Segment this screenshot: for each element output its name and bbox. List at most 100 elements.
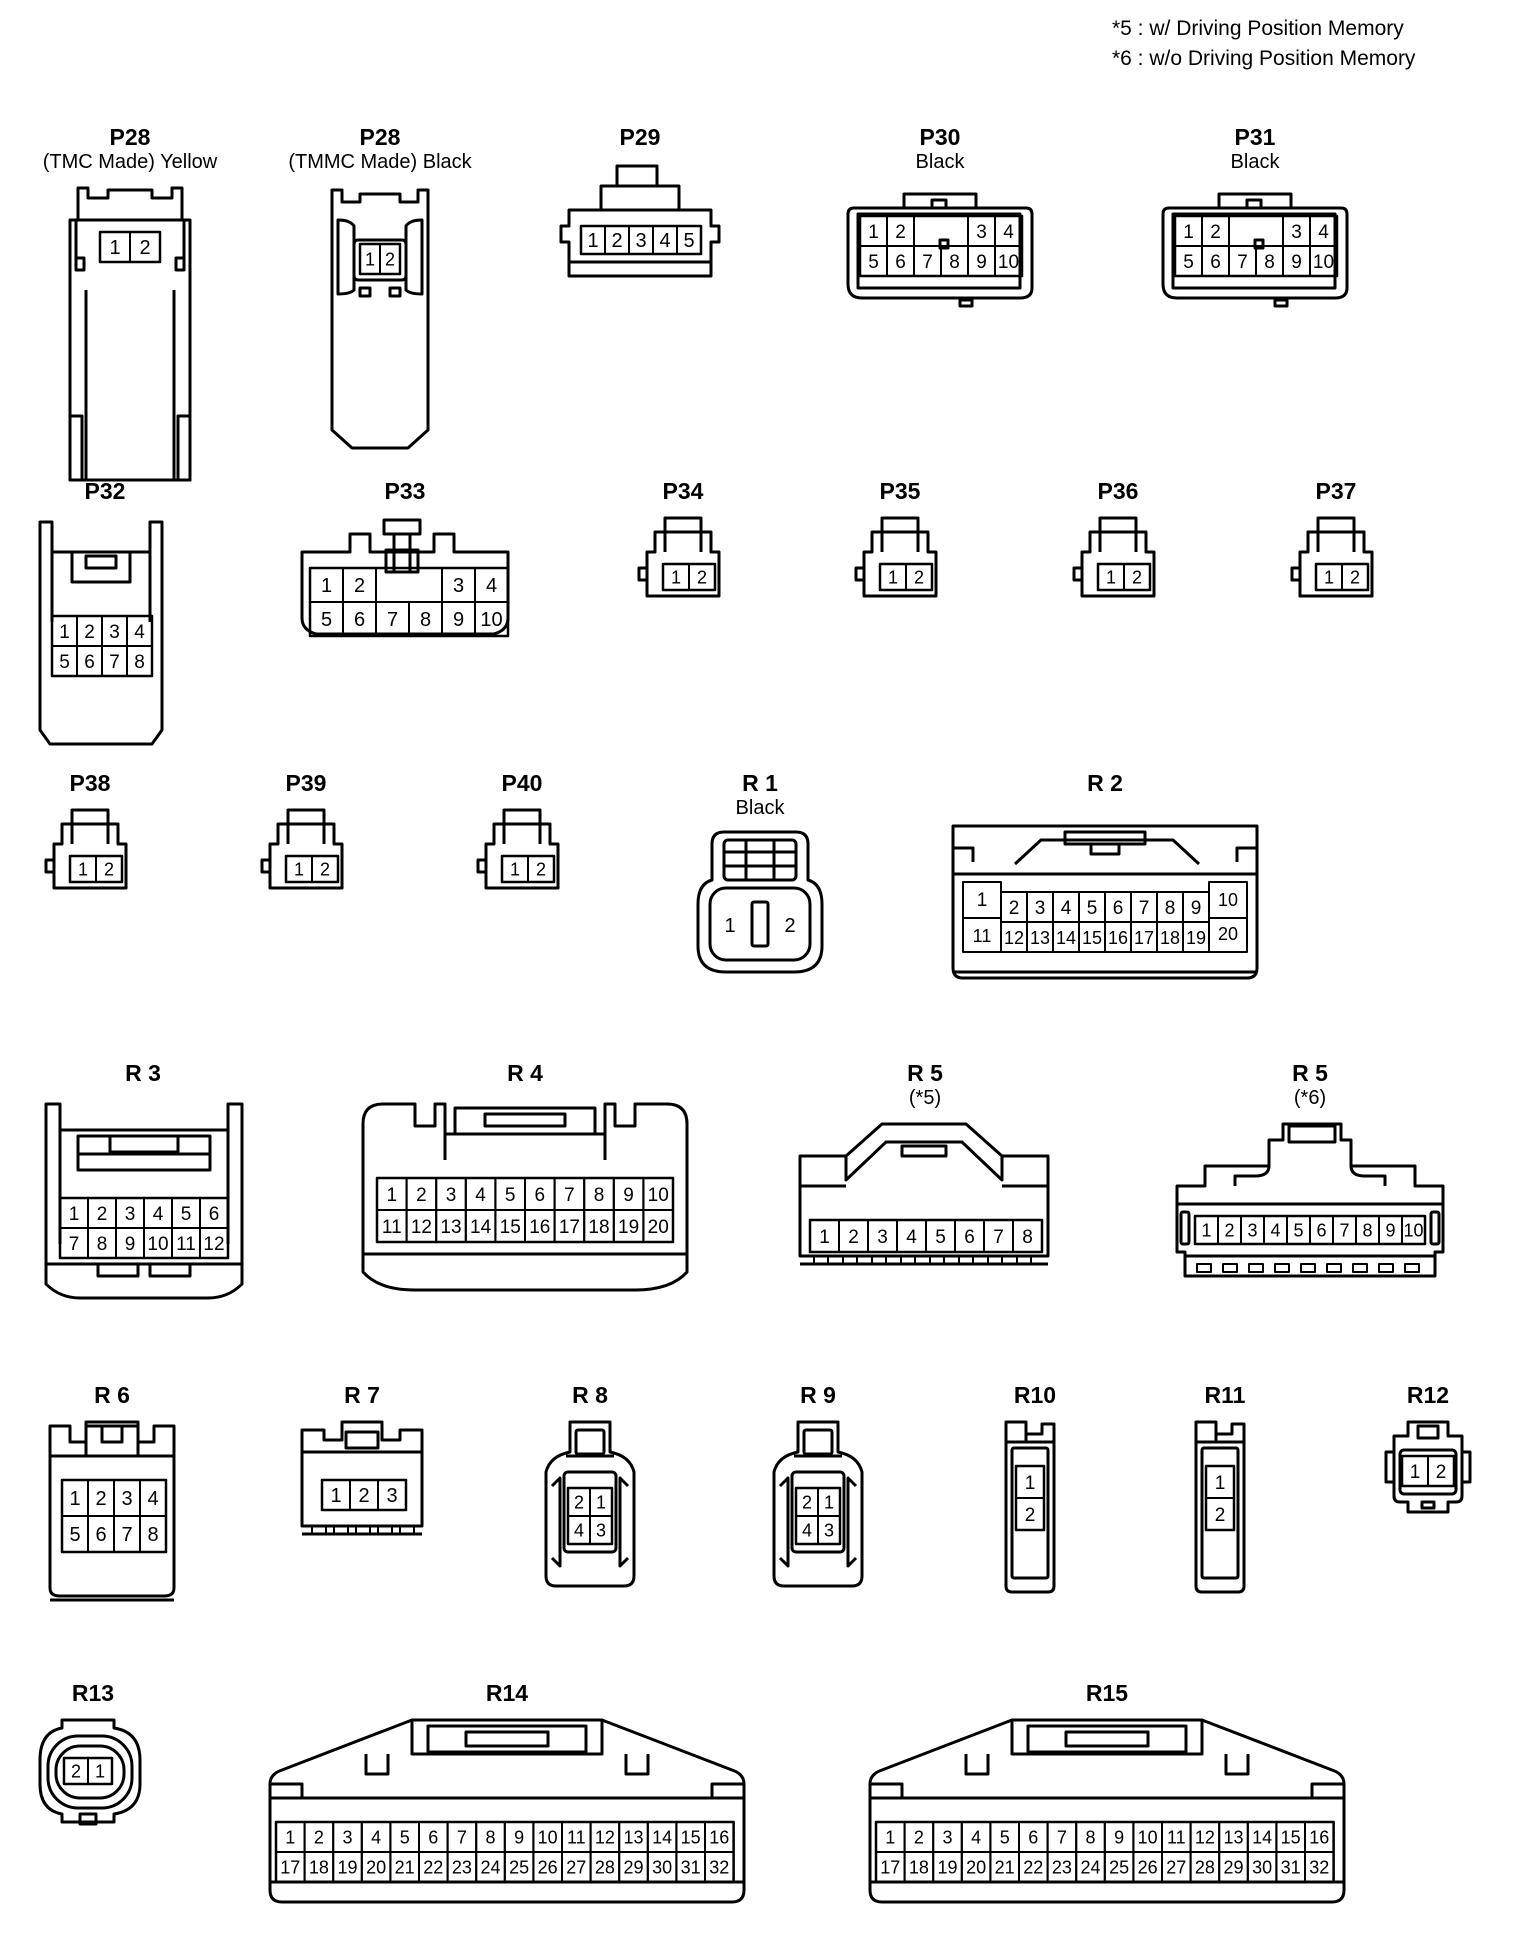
housing-outline bbox=[38, 1718, 142, 1824]
pin-number: 6 bbox=[1316, 1220, 1326, 1240]
pin-number: 1 bbox=[596, 1492, 606, 1512]
pin-number: 6 bbox=[964, 1227, 975, 1248]
pin-number: 7 bbox=[121, 1524, 132, 1546]
connector-code: R13 bbox=[71, 1680, 115, 1706]
pin-number: 9 bbox=[623, 1185, 634, 1206]
housing-outline bbox=[270, 1782, 304, 1798]
housing-outline bbox=[798, 1122, 1050, 1258]
pin-number: 9 bbox=[1114, 1827, 1124, 1847]
housing-outline bbox=[38, 520, 164, 746]
housing-outline bbox=[1194, 1420, 1246, 1594]
housing-outline bbox=[1384, 1450, 1394, 1484]
housing-outline bbox=[802, 1428, 834, 1456]
pin-cell bbox=[1401, 1215, 1426, 1245]
connector-code: P28 bbox=[109, 124, 151, 150]
pin-cell bbox=[87, 1757, 113, 1785]
pin-number: 11 bbox=[973, 926, 992, 946]
pin-latch bbox=[1300, 1263, 1316, 1273]
pin-number: 19 bbox=[937, 1857, 957, 1877]
housing-outline bbox=[844, 1140, 1004, 1182]
pin-number: 2 bbox=[1009, 898, 1020, 919]
housing-outline bbox=[1420, 1500, 1436, 1510]
connector-drawing: 12 bbox=[1004, 1420, 1056, 1594]
pin-number: 18 bbox=[909, 1857, 929, 1877]
connector-code: P37 bbox=[1315, 478, 1357, 504]
pin-number: 14 bbox=[652, 1827, 672, 1847]
connector-code: R 5 bbox=[1292, 1060, 1328, 1086]
pin-number: 7 bbox=[387, 609, 398, 631]
connector-code: R15 bbox=[1085, 1680, 1129, 1706]
pin-cell bbox=[704, 1851, 735, 1883]
pin-number: 8 bbox=[420, 609, 431, 631]
pin-number: 3 bbox=[125, 1204, 136, 1225]
pin-number: 27 bbox=[1166, 1857, 1186, 1877]
pin-number: 2 bbox=[1210, 222, 1221, 243]
pin-number: 10 bbox=[1403, 1220, 1423, 1240]
housing-outline bbox=[1235, 846, 1257, 862]
pin-number: 2 bbox=[611, 230, 622, 252]
pin-number: 1 bbox=[59, 622, 70, 643]
pin-number: 7 bbox=[109, 652, 120, 673]
pin-number: 16 bbox=[709, 1827, 729, 1847]
housing-outline bbox=[953, 846, 975, 862]
connector-code: R14 bbox=[485, 1680, 529, 1706]
pin-cell bbox=[199, 1227, 229, 1259]
pin-number: 4 bbox=[659, 230, 670, 252]
housing-outline bbox=[846, 206, 1034, 300]
pin-number: 21 bbox=[395, 1857, 415, 1877]
connector-code: R 3 bbox=[125, 1060, 161, 1086]
pin-cell bbox=[817, 1515, 841, 1545]
pin-number: 4 bbox=[134, 622, 145, 643]
housing-outline bbox=[1098, 516, 1138, 534]
pin-number: 30 bbox=[652, 1857, 672, 1877]
housing-outline bbox=[174, 256, 186, 272]
pin-number: 18 bbox=[1160, 928, 1180, 948]
pin-number: 7 bbox=[993, 1227, 1004, 1248]
pin-cell bbox=[1182, 921, 1210, 953]
housing-outline bbox=[1392, 1420, 1464, 1514]
housing-outline bbox=[300, 1420, 424, 1528]
pin-number: 6 bbox=[209, 1204, 220, 1225]
pin-number: 25 bbox=[509, 1857, 529, 1877]
pin-number: 6 bbox=[895, 252, 906, 273]
pin-number: 8 bbox=[1165, 898, 1176, 919]
connector-note: (TMC Made) Yellow bbox=[42, 151, 218, 173]
connector-code: P38 bbox=[69, 770, 111, 796]
pin-number: 8 bbox=[134, 652, 145, 673]
pin-number: 8 bbox=[97, 1234, 108, 1255]
housing-outline bbox=[382, 518, 422, 536]
housing-outline bbox=[502, 808, 542, 826]
connector-code: R 1 bbox=[742, 770, 778, 796]
housing-outline bbox=[958, 298, 974, 308]
pin-number: 3 bbox=[1247, 1220, 1257, 1240]
pin-number: 29 bbox=[623, 1857, 643, 1877]
pin-cell bbox=[126, 645, 153, 677]
pin-cell bbox=[1015, 1497, 1045, 1531]
pin-number: 1 bbox=[510, 859, 520, 879]
pin-number: 2 bbox=[697, 567, 707, 587]
pin-number: 12 bbox=[203, 1234, 224, 1255]
pin-number: 2 bbox=[1224, 1220, 1234, 1240]
housing-outline bbox=[1233, 1165, 1271, 1186]
housing-outline bbox=[1298, 530, 1374, 598]
pin-cell bbox=[1341, 563, 1369, 591]
pin-number: 4 bbox=[486, 575, 497, 597]
pin-number: 24 bbox=[480, 1857, 500, 1877]
housing-outline bbox=[1224, 1754, 1250, 1776]
pin-number: 8 bbox=[485, 1827, 495, 1847]
pin-area-frame bbox=[856, 212, 1022, 290]
pin-number: 5 bbox=[868, 252, 879, 273]
pin-number: 2 bbox=[104, 859, 114, 879]
